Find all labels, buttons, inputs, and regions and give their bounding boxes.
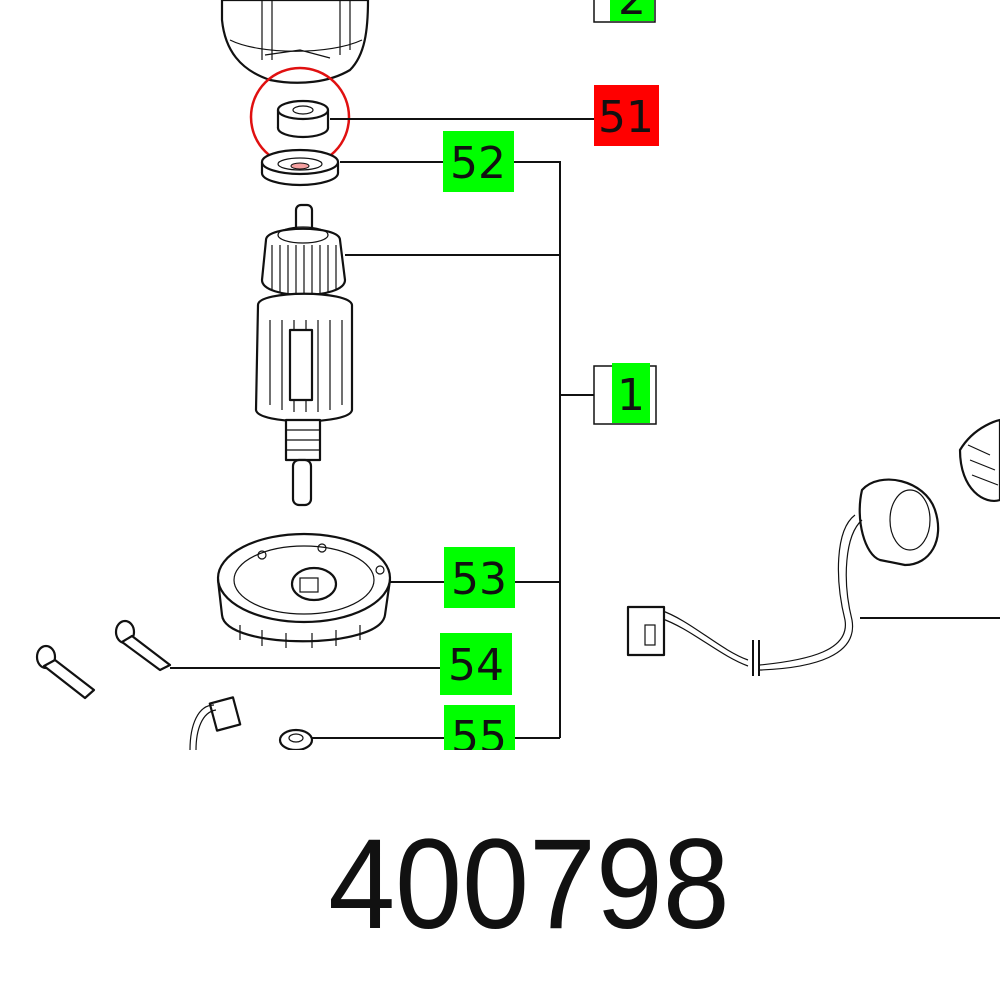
callout-label: 52 xyxy=(450,138,506,189)
callout-54[interactable]: 54 xyxy=(440,633,512,695)
callout-label: 55 xyxy=(451,712,507,763)
motor-housing xyxy=(220,0,370,84)
leader-lines xyxy=(170,118,1000,739)
bearing-seal-part-52 xyxy=(260,148,340,187)
part-55 xyxy=(278,728,314,750)
callout-label: 54 xyxy=(448,640,504,691)
cable-switch-assembly xyxy=(626,418,1000,676)
connector-small xyxy=(189,696,242,750)
callout-1[interactable]: 1 xyxy=(593,363,657,425)
callout-label: 51 xyxy=(598,92,654,143)
part-number: 400798 xyxy=(328,814,729,956)
callout-55[interactable]: 55 xyxy=(444,705,515,766)
fan-part-53 xyxy=(216,532,392,648)
callout-51[interactable]: 51 xyxy=(594,85,659,146)
callout-52[interactable]: 52 xyxy=(443,131,514,192)
callout-label: 2 xyxy=(618,0,646,25)
ball-bearing-part-51 xyxy=(276,99,330,139)
callout-2[interactable]: 2 xyxy=(593,0,656,25)
callout-label: 1 xyxy=(617,370,645,421)
armature-part xyxy=(254,203,354,507)
screws-part-54 xyxy=(35,619,172,700)
callout-label: 53 xyxy=(451,554,507,605)
callout-53[interactable]: 53 xyxy=(444,547,515,608)
